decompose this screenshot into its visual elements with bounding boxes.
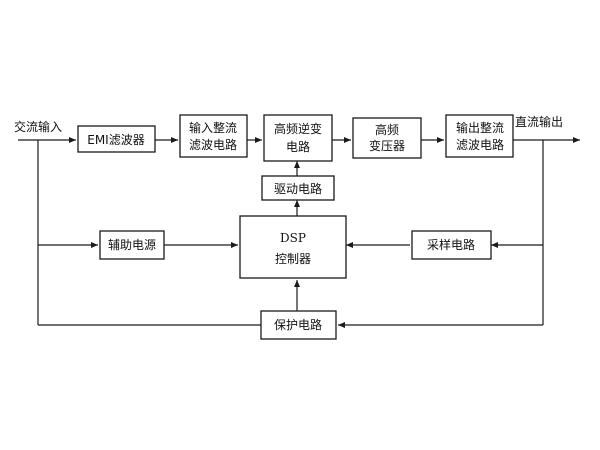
output-rectifier-label-1: 输出整流: [456, 120, 504, 135]
output-rectifier-label-2: 滤波电路: [456, 137, 504, 152]
aux-power-block: 辅助电源: [99, 230, 165, 260]
dsp-label: DSP: [280, 231, 306, 245]
dsp-controller-label: 控制器: [275, 252, 311, 266]
protection-label: 保护电路: [274, 317, 322, 332]
input-rectifier-filter-block: 输入整流 滤波电路: [179, 114, 248, 158]
driver-block: 驱动电路: [261, 175, 335, 201]
hf-inverter-block: 高频逆变 电路: [263, 114, 333, 162]
driver-label: 驱动电路: [274, 181, 322, 196]
input-rectifier-label-1: 输入整流: [189, 120, 237, 135]
hf-transformer-label-2: 变压器: [369, 138, 405, 153]
protection-block: 保护电路: [260, 310, 337, 340]
input-rectifier-label-2: 滤波电路: [189, 137, 237, 152]
hf-transformer-block: 高频 变压器: [352, 117, 422, 159]
aux-power-label: 辅助电源: [108, 238, 156, 252]
hf-transformer-label-1: 高频: [375, 122, 399, 137]
dc-output-label: 直流输出: [515, 114, 563, 129]
dsp-controller-block: DSP 控制器: [239, 215, 347, 279]
output-rectifier-filter-block: 输出整流 滤波电路: [445, 114, 514, 158]
sampling-label: 采样电路: [427, 237, 475, 252]
ac-input-label: 交流输入: [14, 119, 62, 134]
emi-filter-block: EMI滤波器: [77, 125, 156, 153]
emi-filter-label: EMI滤波器: [87, 133, 144, 147]
hf-inverter-label-1: 高频逆变: [274, 121, 322, 136]
sampling-block: 采样电路: [411, 230, 492, 260]
connections: [18, 137, 580, 328]
hf-inverter-label-2: 电路: [286, 139, 310, 154]
